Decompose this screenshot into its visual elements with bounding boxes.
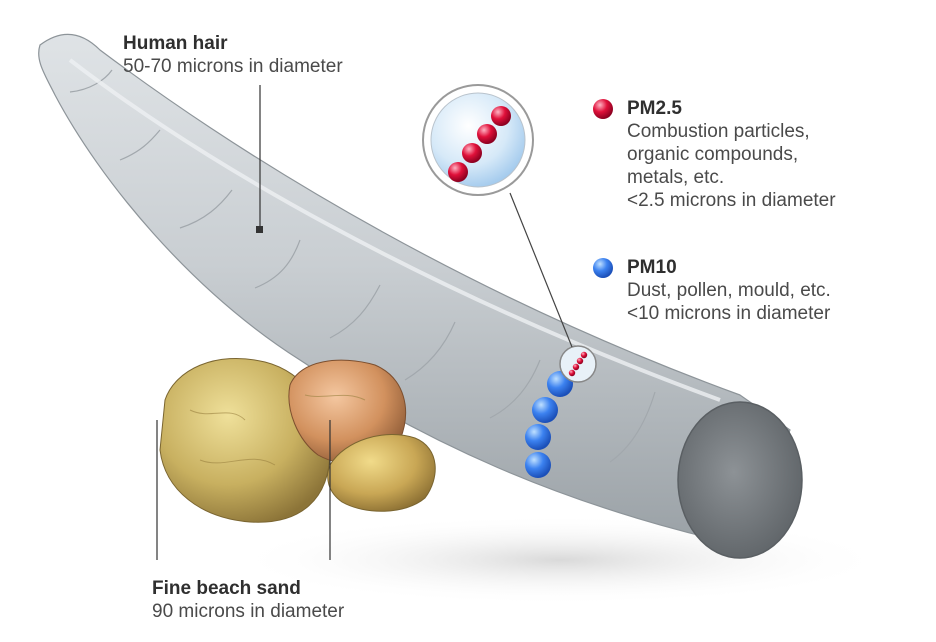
sand-title: Fine beach sand <box>152 577 344 600</box>
hair-size: 50-70 microns in diameter <box>123 55 343 78</box>
pm25-title: PM2.5 <box>627 97 836 120</box>
hair-leader-marker <box>256 226 263 233</box>
hair-title: Human hair <box>123 32 343 55</box>
pm25-line-1: Combustion particles, <box>627 120 836 143</box>
pm25-legend-dot <box>593 99 613 119</box>
sand-grains <box>160 358 435 522</box>
pm25-magnifier <box>423 85 533 195</box>
sand-label: Fine beach sand 90 microns in diameter <box>152 577 344 623</box>
pm25-line-4: <2.5 microns in diameter <box>627 189 836 212</box>
pm10-legend-dot <box>593 258 613 278</box>
pm25-line-2: organic compounds, <box>627 143 836 166</box>
sand-size: 90 microns in diameter <box>152 600 344 623</box>
pm25-line-3: metals, etc. <box>627 166 836 189</box>
pm25-label: PM2.5 Combustion particles, organic comp… <box>627 97 836 212</box>
pm10-title: PM10 <box>627 256 831 279</box>
hair-cross-section <box>678 402 802 558</box>
pm25-small-marker <box>560 346 596 382</box>
pm10-line-2: <10 microns in diameter <box>627 302 831 325</box>
hair-label: Human hair 50-70 microns in diameter <box>123 32 343 78</box>
pm10-label: PM10 Dust, pollen, mould, etc. <10 micro… <box>627 256 831 325</box>
pm10-line-1: Dust, pollen, mould, etc. <box>627 279 831 302</box>
